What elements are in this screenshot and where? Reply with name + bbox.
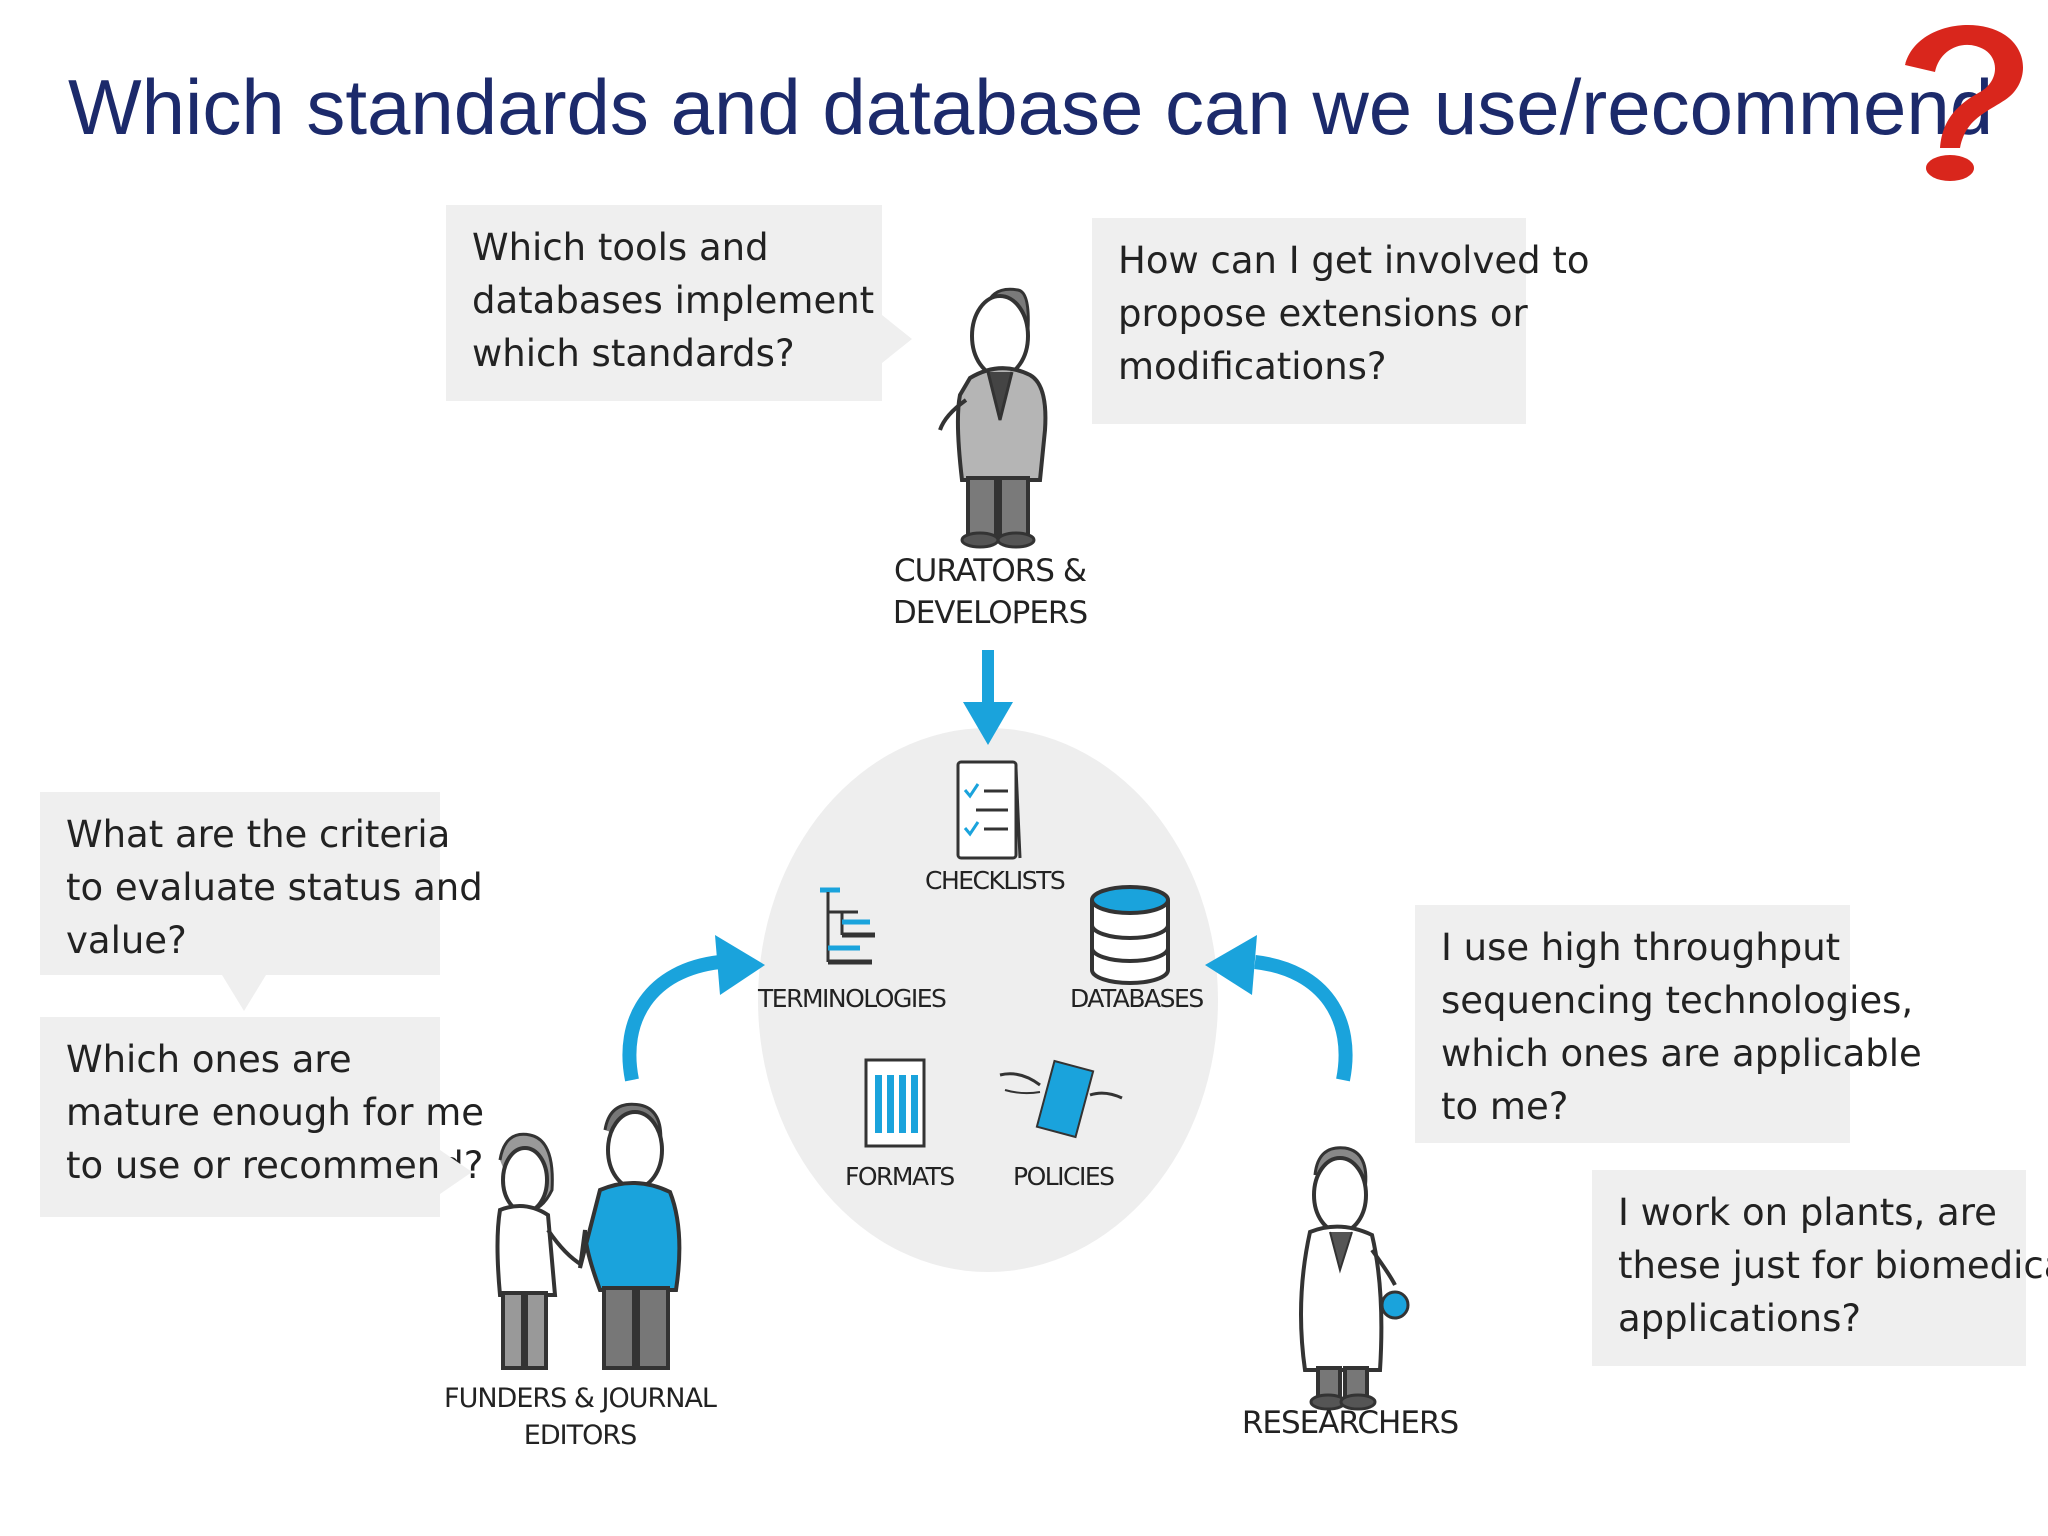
arrow-curve-left-icon (622, 935, 765, 1082)
bubble-line: What are the criteria (66, 813, 451, 856)
bubble-line: mature enough for me (66, 1091, 485, 1134)
label-checklists: CHECKLISTS (925, 866, 1066, 895)
bubble-line: databases implement (472, 279, 875, 322)
question-mark-icon (1905, 25, 2024, 181)
checklist-icon (956, 760, 1022, 860)
bubble-tail (222, 975, 266, 1011)
bubble-tail (882, 315, 912, 363)
bubble-line: to use or recommend? (66, 1144, 484, 1187)
role-line: FUNDERS & JOURNAL (444, 1383, 717, 1414)
bubble-line: Which ones are (66, 1038, 352, 1081)
terminology-tree-icon (820, 887, 875, 965)
bubble-line: to evaluate status and (66, 866, 483, 909)
bubble-tools-databases: Which tools and databases implement whic… (446, 205, 882, 401)
role-line: DEVELOPERS (892, 595, 1088, 631)
database-icon (1090, 885, 1170, 985)
bubble-line: How can I get involved to (1118, 239, 1590, 282)
funders-editors-figure (495, 1102, 682, 1370)
bubble-line: value? (66, 919, 187, 962)
formats-icon (864, 1058, 926, 1148)
bubble-line: applications? (1618, 1297, 1862, 1340)
role-line: CURATORS & (894, 553, 1087, 589)
label-researchers: RESEARCHERS (1230, 1402, 1470, 1444)
bubble-mature: Which ones are mature enough for me to u… (40, 1017, 485, 1217)
policies-icon (999, 1059, 1123, 1139)
bubble-high-throughput: I use high throughput sequencing technol… (1415, 905, 1922, 1143)
arrow-curve-right-icon (1205, 935, 1353, 1082)
bubble-line: these just for biomedical (1618, 1244, 2048, 1287)
label-curators-developers: CURATORS & DEVELOPERS (880, 550, 1100, 634)
bubble-plants: I work on plants, are these just for bio… (1592, 1170, 2048, 1366)
slide-title: Which standards and database can we use/… (68, 63, 1994, 151)
bubble-line: I use high throughput (1441, 926, 1841, 969)
label-formats: FORMATS (845, 1162, 955, 1191)
bubble-get-involved: How can I get involved to propose extens… (1092, 218, 1590, 424)
bubble-line: propose extensions or (1118, 292, 1528, 335)
role-line: EDITORS (523, 1420, 637, 1451)
bubble-line: I work on plants, are (1618, 1191, 1997, 1234)
label-databases: DATABASES (1070, 984, 1204, 1013)
bubble-line: which standards? (472, 332, 795, 375)
bubble-tail (440, 1150, 472, 1194)
label-terminologies: TERMINOLOGIES (758, 984, 947, 1013)
bubble-line: Which tools and (472, 226, 769, 269)
label-funders-editors: FUNDERS & JOURNAL EDITORS (440, 1380, 720, 1454)
curator-developer-figure (938, 287, 1048, 549)
researcher-figure (1299, 1146, 1410, 1411)
bubble-line: modifications? (1118, 345, 1387, 388)
label-policies: POLICIES (1013, 1162, 1115, 1191)
arrow-down-icon (963, 650, 1013, 745)
bubble-criteria: What are the criteria to evaluate status… (40, 792, 483, 975)
bubble-line: to me? (1441, 1085, 1569, 1128)
bubble-line: which ones are applicable (1441, 1032, 1922, 1075)
bubble-line: sequencing technologies, (1441, 979, 1914, 1022)
role-line: RESEARCHERS (1241, 1405, 1459, 1441)
